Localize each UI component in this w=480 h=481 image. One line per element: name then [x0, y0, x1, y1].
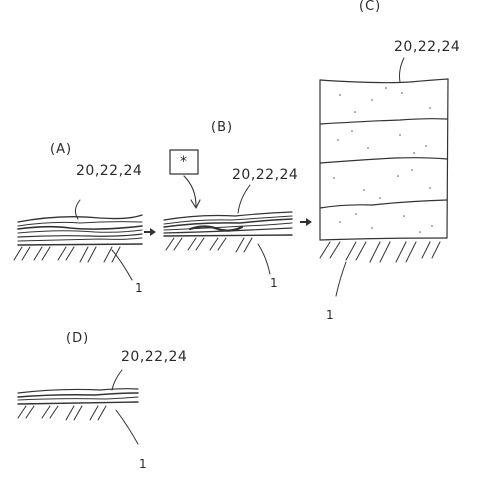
panel-b-substrate-leader	[257, 243, 271, 275]
panel-a-label: (A)	[50, 142, 73, 157]
panel-d-layer-leader	[111, 369, 123, 391]
panel-d-substrate-leader	[115, 409, 139, 445]
panel-b-layers	[163, 211, 293, 237]
panel-c-substrate	[319, 241, 441, 263]
panel-b-layer-ref: 20,22,24	[232, 167, 299, 183]
panel-d-layers	[17, 388, 139, 405]
panel-c-layer-leader	[399, 57, 405, 83]
light-box	[169, 149, 199, 175]
arrow-b-to-c	[300, 218, 312, 226]
panel-d-layer-ref: 20,22,24	[121, 349, 188, 365]
panel-c-label: (C)	[359, 0, 382, 14]
panel-a-layer-leader	[74, 199, 81, 220]
panel-b-label: (B)	[211, 120, 234, 135]
panel-b-substrate-ref: 1	[270, 276, 278, 290]
panel-a-substrate	[13, 246, 121, 263]
panel-d-label: (D)	[66, 331, 90, 346]
panel-c-layer-ref: 20,22,24	[394, 39, 461, 55]
panel-b-substrate	[165, 237, 253, 253]
panel-c-substrate-leader	[335, 261, 347, 297]
panel-a-layers	[17, 214, 143, 246]
light-symbol: *	[180, 154, 187, 170]
panel-c-substrate-ref: 1	[326, 308, 334, 322]
panel-a-substrate-leader	[111, 249, 133, 281]
panel-a-substrate-ref: 1	[135, 281, 143, 295]
panel-b-layer-leader	[237, 184, 251, 214]
panel-c-stipple	[333, 87, 433, 233]
panel-c-block	[319, 78, 449, 241]
panel-d-substrate	[17, 405, 107, 421]
panel-d-substrate-ref: 1	[139, 457, 147, 471]
light-arrow	[183, 175, 201, 209]
arrow-a-to-b	[144, 228, 156, 236]
panel-a-layer-ref: 20,22,24	[76, 163, 143, 179]
